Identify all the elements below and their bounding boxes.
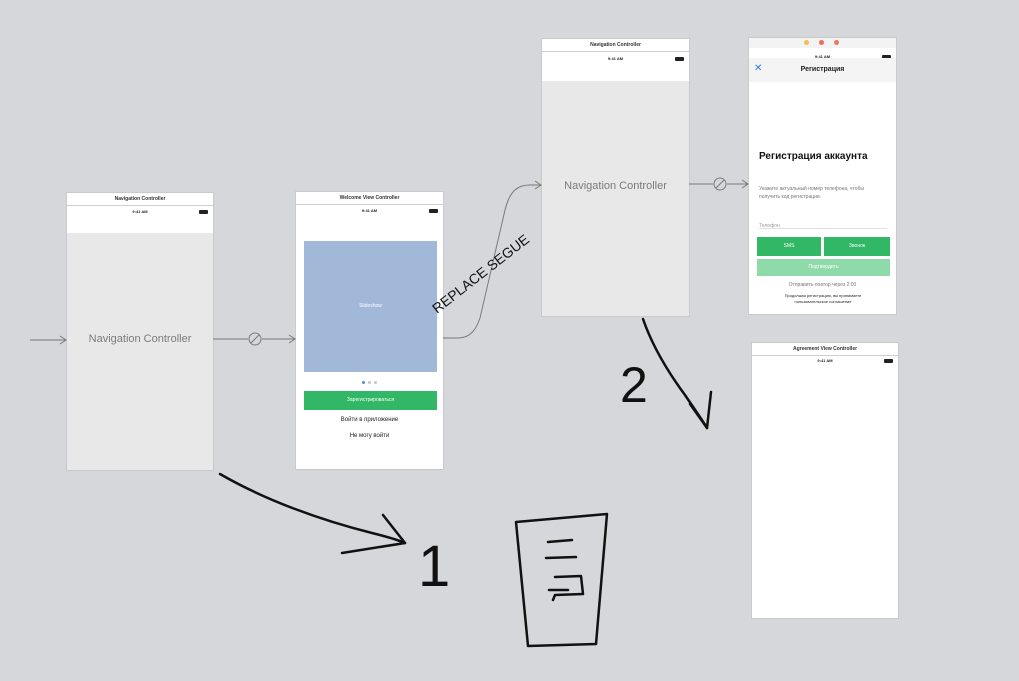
status-bar: 9:41 AM <box>752 356 898 366</box>
confirm-button[interactable]: Подтвердить <box>757 259 890 276</box>
segue-circle-icon <box>248 332 262 346</box>
initial-arrow <box>30 335 67 345</box>
nav-controller-left[interactable]: Navigation Controller 9:41 AM Navigation… <box>67 193 213 470</box>
status-bar: 9:41 AM <box>296 206 443 216</box>
segue-arrow-1 <box>213 334 296 344</box>
navbar-title: Регистрация <box>800 66 845 73</box>
nav-body <box>67 233 213 470</box>
scene-title: Agreement View Controller <box>752 343 898 356</box>
welcome-view-controller[interactable]: Welcome View Controller 9:41 AM Slidesho… <box>296 192 443 469</box>
phone-field[interactable]: Телефон <box>759 214 887 229</box>
battery-icon <box>429 209 438 213</box>
close-icon[interactable]: ✕ <box>754 63 763 74</box>
battery-icon <box>199 210 208 214</box>
window-minimize-icon <box>819 40 824 45</box>
login-link[interactable]: Войти в приложение <box>340 417 399 423</box>
phone-placeholder: Телефон <box>759 223 780 229</box>
annotation-number-1: 1 <box>418 534 450 599</box>
battery-icon <box>882 55 891 59</box>
segue-circle-icon <box>713 177 727 191</box>
status-bar: 9:41 AM <box>749 52 896 62</box>
replace-segue-arrow <box>443 180 542 339</box>
sms-button[interactable]: SMS <box>757 237 821 256</box>
status-time: 9:41 AM <box>814 54 831 59</box>
register-button[interactable]: Зарегистрироваться <box>304 391 437 410</box>
nav-controller-right[interactable]: Navigation Controller 9:41 AM Navigation… <box>542 39 689 316</box>
nav-body <box>542 81 689 316</box>
sketch-screen-icon <box>514 512 609 648</box>
hand-arrow-2 <box>641 317 713 430</box>
segue-arrow-2 <box>689 179 749 189</box>
status-bar: 9:41 AM <box>67 207 213 217</box>
status-time: 9:41 AM <box>132 209 148 214</box>
registration-navbar: ✕ Регистрация <box>749 58 896 82</box>
battery-icon <box>675 57 684 61</box>
terms-text[interactable]: Продолжая регистрацию, вы принимаете пол… <box>784 293 862 304</box>
slideshow-image[interactable]: Slideshow <box>304 241 437 372</box>
status-time: 9:41 AM <box>607 56 624 61</box>
scene-title: Navigation Controller <box>67 193 213 206</box>
window-controls <box>749 38 896 48</box>
registration-description: Укажите актуальный номер телефона, чтобы… <box>759 186 864 200</box>
battery-icon <box>884 359 893 363</box>
status-time: 9:41 AM <box>817 358 833 363</box>
segue-label: REPLACE SEGUE <box>429 231 532 316</box>
page-dots-icon <box>362 381 378 385</box>
call-button[interactable]: Звонок <box>824 237 890 256</box>
slideshow-label: Slideshow <box>359 303 382 309</box>
scene-title: Welcome View Controller <box>296 192 443 205</box>
resend-text: Отправить повтор через 2:00 <box>788 282 857 288</box>
registration-heading: Регистрация аккаунта <box>759 151 868 162</box>
registration-view-controller[interactable]: 9:41 AM ✕ Регистрация Регистрация аккаун… <box>749 38 896 314</box>
hand-arrow-1 <box>218 472 407 555</box>
window-close-icon <box>804 40 809 45</box>
cant-login-link[interactable]: Не могу войти <box>349 433 390 439</box>
status-time: 9:41 AM <box>361 208 378 213</box>
annotation-number-2: 2 <box>620 357 648 413</box>
nav-controller-label: Navigation Controller <box>88 333 192 345</box>
nav-controller-label: Navigation Controller <box>564 180 667 192</box>
status-bar: 9:41 AM <box>542 54 689 64</box>
agreement-view-controller[interactable]: Agreement View Controller 9:41 AM <box>752 343 898 618</box>
scene-title: Navigation Controller <box>542 39 689 52</box>
window-zoom-icon <box>834 40 839 45</box>
